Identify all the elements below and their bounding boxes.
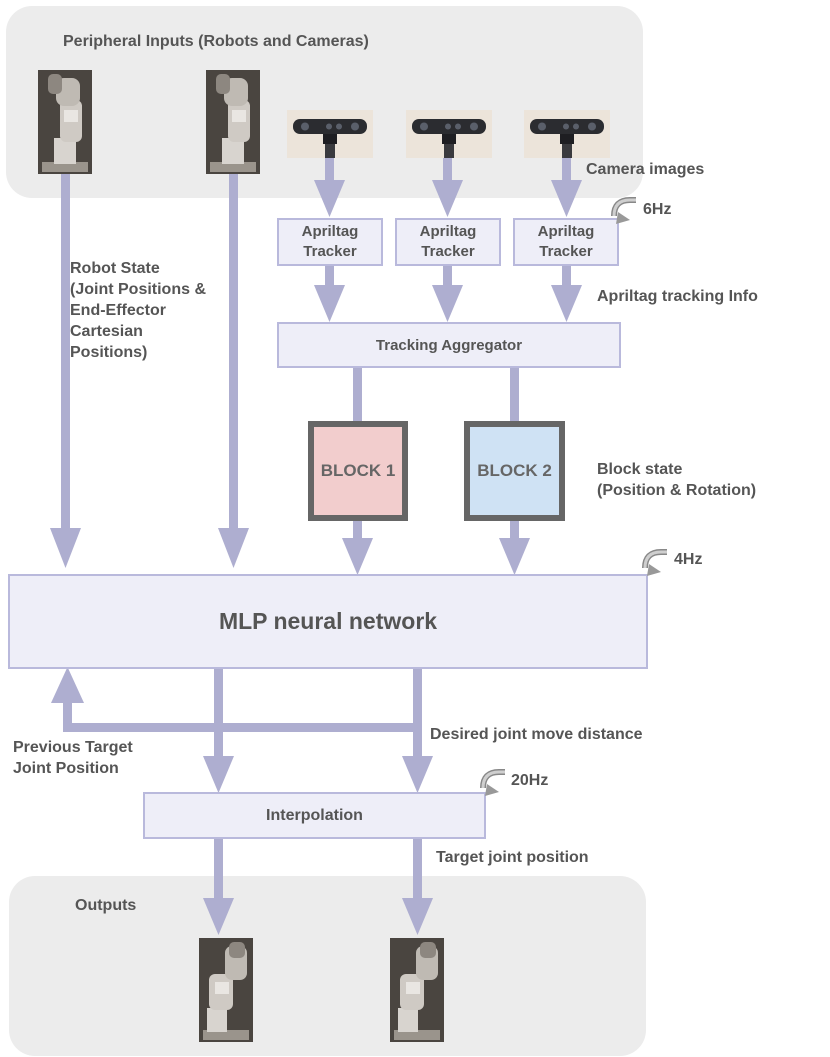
tracker-label: Apriltag Tracker xyxy=(537,223,595,260)
inputs-panel-title: Peripheral Inputs (Robots and Cameras) xyxy=(63,33,369,50)
cycle-arrow-icon xyxy=(611,197,636,224)
robot-arm-icon xyxy=(390,938,444,1042)
mlp-label: MLP neural network xyxy=(218,608,438,634)
mlp-neural-network: MLP neural network xyxy=(8,574,648,669)
tracker-rate-label: 6Hz xyxy=(643,201,672,218)
target-position-label: Target joint position xyxy=(436,849,589,866)
apriltag-tracker-2: Apriltag Tracker xyxy=(395,218,501,266)
apriltag-tracker-3: Apriltag Tracker xyxy=(513,218,619,266)
desired-move-label: Desired joint move distance xyxy=(430,726,643,743)
robot-arm-icon xyxy=(206,70,260,174)
apriltag-tracker-1: Apriltag Tracker xyxy=(277,218,383,266)
stereo-camera-icon xyxy=(287,110,373,158)
block-1: BLOCK 1 xyxy=(308,421,408,521)
interpolation-label: Interpolation xyxy=(266,806,363,824)
block-2: BLOCK 2 xyxy=(464,421,565,521)
block-2-label: BLOCK 2 xyxy=(477,461,552,480)
tracker-label: Apriltag Tracker xyxy=(419,223,477,260)
inputs-panel xyxy=(6,6,643,198)
outputs-panel xyxy=(9,876,646,1056)
camera-images-label: Camera images xyxy=(586,161,705,178)
cycle-arrow-icon xyxy=(480,769,505,796)
stereo-camera-icon xyxy=(524,110,610,158)
mlp-rate-label: 4Hz xyxy=(674,551,703,568)
cycle-arrow-icon xyxy=(642,549,667,576)
stereo-camera-icon xyxy=(406,110,492,158)
interpolation: Interpolation xyxy=(143,792,486,839)
block-state-label: Block state (Position & Rotation) xyxy=(597,461,757,499)
outputs-panel-title: Outputs xyxy=(75,897,137,914)
aggregator-label: Tracking Aggregator xyxy=(375,336,523,354)
robot-arm-icon xyxy=(199,938,253,1042)
block-1-label: BLOCK 1 xyxy=(320,461,396,480)
tracker-label: Apriltag Tracker xyxy=(301,223,359,260)
robot-state-label: Robot State (Joint Positions & End-Effec… xyxy=(70,260,206,361)
apriltag-info-label: Apriltag tracking Info xyxy=(597,288,758,305)
tracking-aggregator: Tracking Aggregator xyxy=(277,322,621,368)
interp-rate-label: 20Hz xyxy=(511,772,549,789)
robot-arm-icon xyxy=(38,70,92,174)
previous-target-label: Previous Target Joint Position xyxy=(13,739,133,777)
